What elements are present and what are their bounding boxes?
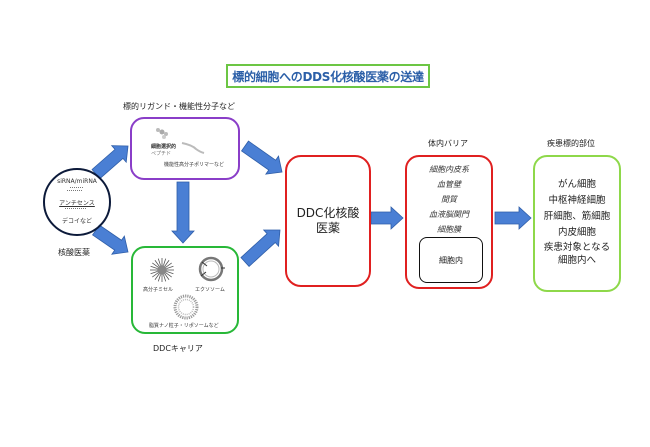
barrier-item: 細胞内皮系 [429,165,469,174]
ddc-line-2: 医薬 [315,221,340,235]
polymer-micelle-icon [150,258,174,282]
arrow-ligand-to-carrier [171,181,195,244]
ligand-item-selective: 細胞選択的 [151,144,177,150]
target-item: 肝細胞、筋細胞 [543,211,611,222]
ligand-item-peptide: ペプチド [151,151,172,157]
carrier-item-exosome: エクソソーム [195,287,225,293]
arrow-ddc-to-barrier [370,206,404,230]
rna-strand-icon [67,190,83,191]
target-item: 内皮細胞 [557,227,596,238]
target-item: 疾患対象となる [543,242,611,253]
target-label: 疾患標的部位 [547,139,595,148]
target-item: 細胞内へ [557,255,596,266]
nucleic-item-antisense: アンチセンス [59,200,95,207]
barrier-item: 間質 [441,195,457,204]
carrier-item-liposome: 脂質ナノ粒子・リポソームなど [149,323,219,329]
liposome-icon [173,294,199,320]
dna-strand-icon [65,208,87,209]
ddc-line-1: DDC化核酸 [296,206,360,220]
arrow-nucleic-to-ligand [91,145,129,180]
arrow-ligand-to-ddc [240,140,283,175]
nucleic-item-decoy: デコイなど [61,218,92,225]
barrier-label: 体内バリア [428,139,468,148]
barrier-box: 細胞内皮系 血管壁 間質 血液脳関門 細胞膜 細胞内 [405,155,493,289]
carrier-item-micelle: 高分子ミセル [143,287,174,293]
diagram-title: 標的細胞へのDDS化核酸医薬の送達 [226,64,430,88]
peptide-chain-icon [156,128,205,154]
exosome-icon [198,256,225,282]
rna-strand-icon [70,187,84,188]
carrier-box: 高分子ミセル エクソソーム 脂質ナノ粒子・リポソームなど [131,246,239,334]
nucleic-acid-circle: siRNA/miRNA アンチセンス デコイなど [43,168,111,236]
target-item: 中枢神経細胞 [548,195,606,206]
target-box: がん細胞 中枢神経細胞 肝細胞、筋細胞 内皮細胞 疾患対象となる 細胞内へ [533,155,621,292]
arrow-carrier-to-ddc [240,229,281,267]
intracellular-label: 細胞内 [439,255,463,265]
intracellular-box: 細胞内 [419,237,483,283]
arrow-nucleic-to-carrier [92,224,129,255]
ddc-nucleic-acid-box: DDC化核酸 医薬 [285,155,371,287]
barrier-item: 細胞膜 [437,225,461,234]
target-item: がん細胞 [557,179,596,190]
barrier-item: 血管壁 [437,180,461,189]
barrier-item: 血液脳関門 [429,210,469,219]
nucleic-item-sirna: siRNA/miRNA [57,178,97,185]
carrier-label: DDCキャリア [153,344,203,353]
ligand-box: 細胞選択的 ペプチド 機能性高分子ポリマーなど [130,117,240,180]
ligand-item-polymer: 機能性高分子ポリマーなど [164,162,225,168]
ligand-label: 標的リガンド・機能性分子など [123,102,235,111]
arrow-barrier-to-target [494,206,532,230]
nucleic-acid-label: 核酸医薬 [58,248,90,257]
